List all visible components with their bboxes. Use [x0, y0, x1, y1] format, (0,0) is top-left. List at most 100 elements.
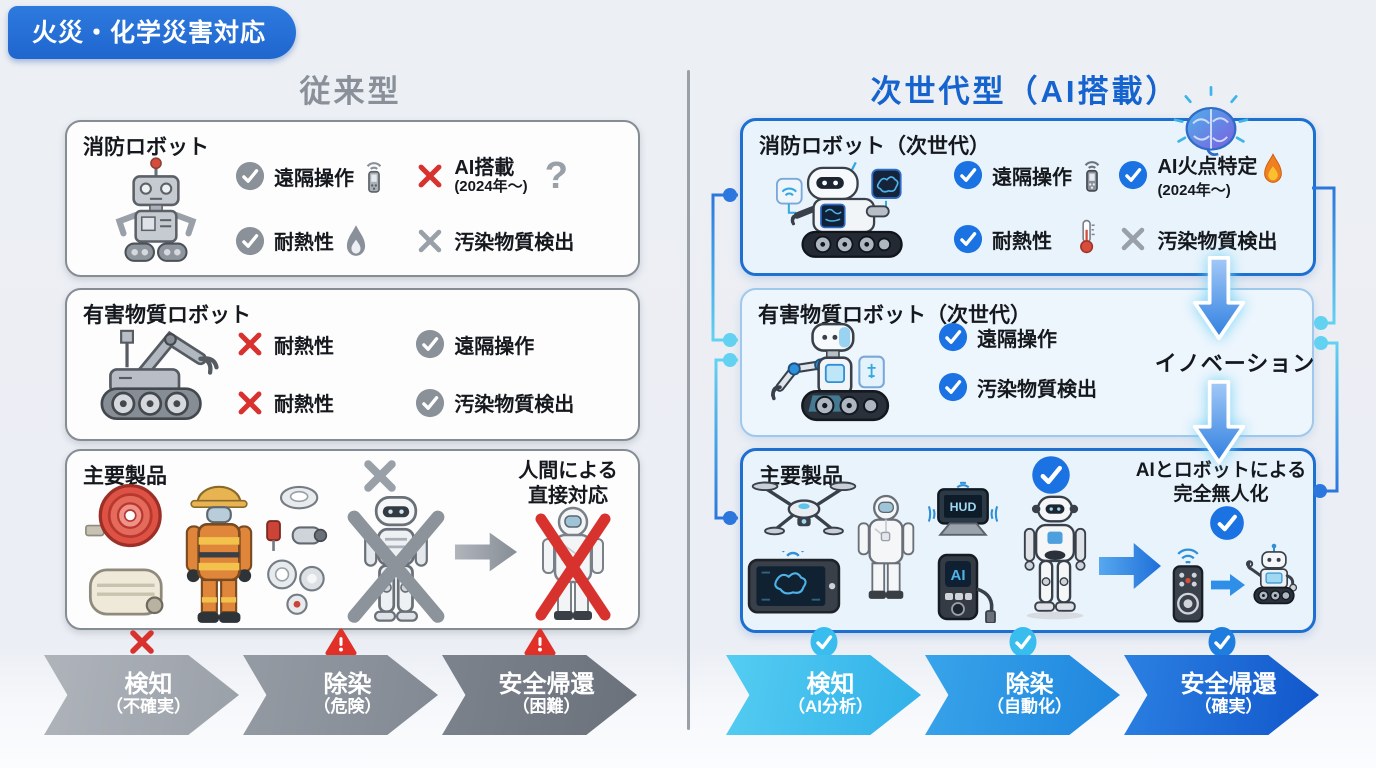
feature-label: 遠隔操作: [454, 335, 535, 358]
feature-label: 耐熱性: [274, 232, 334, 255]
feature-contaminant-detection: 汚染物質検出: [938, 372, 1097, 402]
hud-screen-label: HUD: [950, 500, 977, 514]
right-column-header: 次世代型（AI搭載）: [870, 74, 1180, 109]
feature-label: AI火点特定: [1157, 156, 1258, 179]
feature-label: 耐熱性: [274, 394, 334, 417]
cross-icon-gray: [1118, 224, 1148, 254]
feature-sublabel: (2024年〜): [1157, 181, 1231, 199]
crossed-out-robot-illustration: [337, 493, 455, 625]
legacy-process-flow: 検知 （不確実） 除染 （危険） 安全帰還 （困難）: [44, 622, 637, 735]
flame-icon: [1261, 152, 1285, 183]
check-icon-blue: [953, 160, 983, 190]
remote-control-icon: [1081, 157, 1103, 193]
flow-arrow: 安全帰還 （困難）: [442, 655, 637, 735]
legacy-fire-robot-illustration: [95, 154, 217, 266]
legacy-hazmat-robot-illustration: [89, 324, 239, 432]
nextgen-fire-robot-title: 消防ロボット（次世代）: [759, 135, 990, 158]
column-divider: [687, 70, 690, 730]
flow-step-safe-return: 安全帰還 （困難）: [442, 622, 637, 735]
flow-arrow: 除染 （危険）: [243, 655, 438, 735]
humanoid-robot-illustration: [1005, 493, 1105, 625]
arrow-right-icon-blue: [1099, 543, 1161, 589]
cross-icon-gray: [415, 226, 445, 256]
nextgen-result-label: AIとロボットによる 完全無人化: [1135, 460, 1307, 505]
legacy-fire-robot-box: 消防ロボット: [65, 120, 640, 277]
feature-contaminant-detection: 汚染物質検出: [415, 388, 627, 418]
left-column-header: 従来型: [299, 74, 402, 109]
cross-icon-gray: [359, 455, 401, 497]
feature-remote-operation: 遠隔操作: [953, 157, 1118, 193]
nextgen-hazmat-robot-features: 遠隔操作 汚染物質検出: [938, 322, 1097, 402]
check-icon-blue: [1118, 160, 1148, 190]
innovation-label: イノベーション: [1154, 351, 1316, 376]
feature-remote-operation: 遠隔操作: [938, 322, 1097, 352]
legacy-products-box: 主要製品: [65, 449, 640, 630]
feature-ai-equipped: AI搭載 (2024年〜) ?: [415, 157, 627, 195]
feature-remote-operation: 遠隔操作: [415, 329, 627, 359]
hazmat-person-illustration: [845, 473, 927, 621]
feature-remote-operation: 遠隔操作: [235, 158, 415, 194]
feature-contaminant-detection: 汚染物質検出: [1118, 224, 1305, 254]
check-icon: [415, 329, 445, 359]
thermometer-icon: [1077, 219, 1097, 259]
check-icon-cyan: [1206, 626, 1238, 658]
flow-step-decontamination: 除染 （自動化）: [925, 622, 1120, 735]
warning-icon: [523, 626, 556, 658]
flow-arrow: 安全帰還 （確実）: [1124, 655, 1319, 735]
fire-hose-illustration: [81, 479, 175, 623]
feature-heat-resistance: 耐熱性: [235, 329, 415, 359]
feature-label: 遠隔操作: [992, 166, 1072, 189]
check-icon-cyan: [808, 626, 840, 658]
check-icon-blue: [1209, 505, 1245, 541]
check-icon: [415, 388, 445, 418]
title-badge-label: 火災・化学災害対応: [32, 19, 267, 47]
feature-label: 汚染物質検出: [977, 378, 1097, 401]
feature-label: 耐熱性: [992, 230, 1052, 253]
warning-icon: [324, 626, 357, 658]
flow-step-detection: 検知 （不確実）: [44, 622, 239, 735]
flow-step-detection: 検知 （AI分析）: [726, 622, 921, 735]
flow-arrow: 検知 （AI分析）: [726, 655, 921, 735]
check-icon: [235, 161, 265, 191]
remote-control-icon: [363, 158, 385, 194]
drone-illustration: [751, 473, 857, 549]
innovation-arrow-down-bottom: [1190, 380, 1248, 466]
nextgen-hazmat-robot-illustration: [760, 318, 918, 430]
check-icon-blue: [953, 224, 983, 254]
check-icon-cyan: [1007, 626, 1039, 658]
nextgen-fire-robot-box: 消防ロボット（次世代）: [740, 118, 1316, 276]
tablet-illustration: [747, 551, 841, 615]
arrow-right-icon-small: [1211, 573, 1245, 597]
hud-monitor-illustration: HUD: [925, 477, 1001, 549]
remote-control-illustration: [1165, 545, 1211, 625]
legacy-hazmat-robot-title: 有害物質ロボット: [83, 304, 251, 327]
innovation-arrow-down-top: [1190, 256, 1248, 342]
feature-label: 耐熱性: [274, 335, 334, 358]
feature-label: 汚染物質検出: [454, 232, 575, 255]
feature-label: AI搭載: [454, 156, 515, 179]
feature-heat-resistance: 耐熱性: [953, 219, 1118, 259]
legacy-hazmat-robot-box: 有害物質ロボット: [65, 288, 640, 441]
feature-contaminant-detection: 汚染物質検出: [415, 226, 627, 256]
ai-brain-icon: [1166, 82, 1256, 172]
check-icon-blue: [938, 372, 968, 402]
nextgen-products-box: 主要製品: [740, 448, 1316, 633]
title-badge: 火災・化学災害対応: [8, 6, 297, 59]
check-icon-blue: [1031, 455, 1071, 495]
legacy-products-title: 主要製品: [83, 465, 167, 488]
check-icon: [235, 226, 265, 256]
feature-label: 汚染物質検出: [454, 394, 575, 417]
nextgen-process-flow: 検知 （AI分析） 除染 （自動化） 安全帰還 （確実）: [726, 622, 1319, 735]
feature-label: 汚染物質検出: [1157, 230, 1278, 253]
nextgen-fire-robot-features: 遠隔操作 AI火点特定 (2024年〜): [953, 147, 1305, 265]
ai-device-screen-label: AI: [951, 567, 966, 584]
legacy-hazmat-robot-features: 耐熱性 遠隔操作 耐熱性 汚染物質検出: [235, 320, 627, 427]
arrow-right-icon-gray: [455, 532, 517, 572]
detectors-illustration: [265, 479, 329, 625]
flow-step-decontamination: 除染 （危険）: [243, 622, 438, 735]
flow-arrow: 検知 （不確実）: [44, 655, 239, 735]
nextgen-hazmat-robot-title: 有害物質ロボット（次世代）: [758, 304, 1031, 327]
nextgen-fire-robot-illustration: [757, 155, 949, 265]
question-icon: ?: [544, 155, 568, 198]
